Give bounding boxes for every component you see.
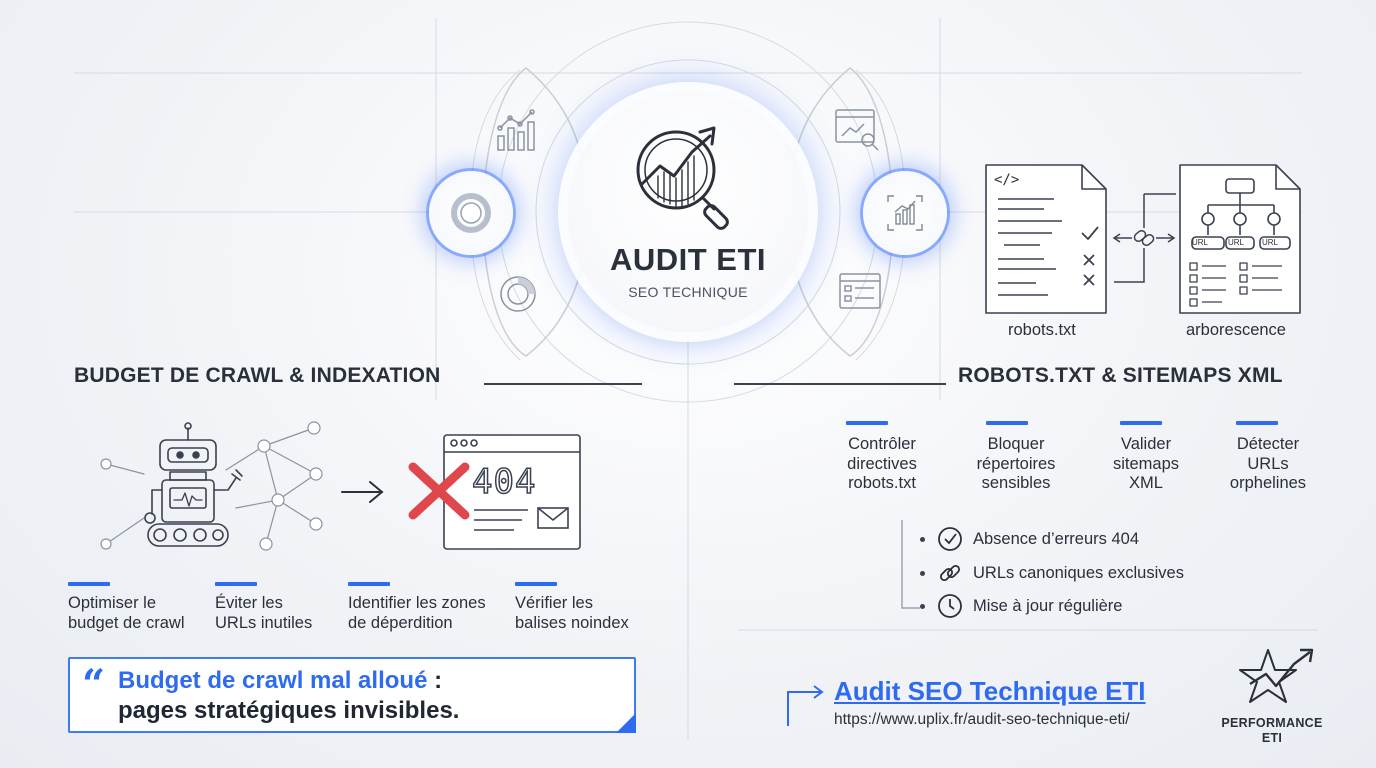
clock-icon (938, 594, 962, 618)
magnifier-chart-icon (636, 126, 729, 230)
right-node (863, 171, 947, 255)
hub-subtitle: SEO TECHNIQUE (628, 284, 748, 300)
tree-node-label: URL (1262, 238, 1279, 247)
crawl-section-title: BUDGET DE CRAWL & INDEXATION (74, 364, 441, 387)
feature-bar (986, 421, 1028, 425)
crawl-title-rule (484, 383, 642, 385)
donut-chart-icon (451, 193, 491, 233)
link-arrow-icon (787, 685, 824, 726)
robots-title-rule (734, 383, 946, 385)
checklist-item: URLs canoniques exclusives (920, 559, 1184, 587)
sitemap-tree-file-icon (1179, 164, 1301, 314)
robots-file-icon (985, 164, 1107, 314)
checklist-item: Mise à jour régulière (920, 592, 1122, 620)
bullet-dot (920, 603, 925, 609)
tree-doc-label: arborescence (1186, 321, 1286, 339)
checklist-bracket (901, 520, 920, 609)
list-layout-icon (839, 273, 881, 309)
feature-bar (846, 421, 888, 425)
browser-search-icon (835, 109, 879, 151)
check-circle-icon (938, 527, 962, 551)
arrow-right-icon (341, 481, 384, 503)
growth-bars-icon (497, 109, 535, 151)
error-cross-icon (408, 462, 470, 520)
feature-bar (1120, 421, 1162, 425)
quote-corner (616, 713, 636, 733)
audit-hub (568, 92, 808, 332)
feature-bar (348, 582, 390, 586)
feature-bar (515, 582, 557, 586)
bar-chart-frame-icon (887, 195, 923, 231)
error-code-404: 404 (471, 461, 537, 503)
quote-line-2: pages stratégiques invisibles. (118, 697, 460, 724)
code-tag-label: </> (994, 172, 1020, 188)
quote-line-1: Budget de crawl mal alloué : (118, 667, 443, 694)
crawler-robot-icon (100, 421, 323, 551)
bullet-dot (920, 536, 925, 542)
robots-section-title: ROBOTS.TXT & SITEMAPS XML (958, 364, 1283, 387)
feature-bar (68, 582, 110, 586)
link-icon (939, 564, 961, 582)
tree-node-label: URL (1192, 238, 1209, 247)
ring-chart-icon (500, 276, 536, 312)
performance-star-logo (1239, 648, 1314, 703)
robots-doc-label: robots.txt (1008, 321, 1076, 339)
audit-link[interactable]: Audit SEO Technique ETI (834, 676, 1146, 706)
hub-title: AUDIT ETI (609, 242, 767, 277)
checklist-item: Absence d’erreurs 404 (920, 525, 1139, 553)
bullet-dot (920, 570, 925, 576)
link-connector-icon (1112, 193, 1176, 283)
feature-bar (215, 582, 257, 586)
tree-node-label: URL (1228, 238, 1245, 247)
quote-mark-icon: “ (82, 661, 106, 708)
feature-bar (1236, 421, 1278, 425)
audit-url[interactable]: https://www.uplix.fr/audit-seo-technique… (834, 711, 1130, 728)
crawl-warning-quote: “ Budget de crawl mal alloué : pages str… (68, 657, 636, 733)
